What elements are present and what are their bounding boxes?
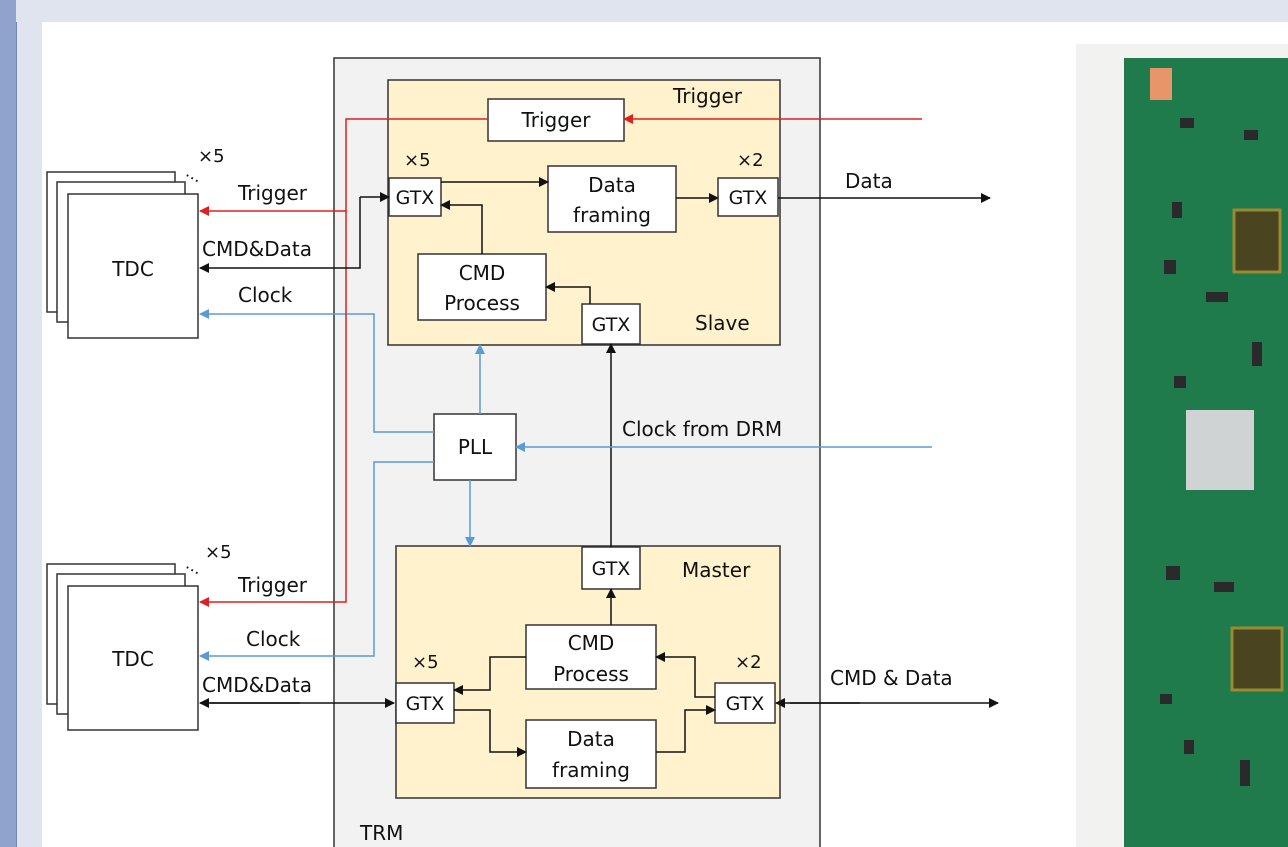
pll-block — [433, 413, 517, 481]
master-gtx-right — [714, 682, 776, 724]
upper-trigger-label: Trigger — [237, 181, 308, 205]
lower-clock-label: Clock — [246, 627, 301, 651]
lower-trigger-label: Trigger — [237, 573, 308, 597]
slave-cmd-process-line2: Process — [444, 291, 520, 315]
pll-label: PLL — [458, 435, 493, 459]
master-gtx-left-label: GTX — [406, 693, 445, 715]
master-label: Master — [682, 558, 751, 582]
slave-gtx-bottom-label: GTX — [592, 314, 631, 336]
master-data-framing-line2: framing — [552, 758, 630, 782]
board-components — [1160, 118, 1262, 786]
upper-tdc-mult: ×5 — [198, 146, 225, 167]
trigger-to-lower-tdc — [199, 211, 347, 607]
arrow-cmd-to-gtx — [440, 200, 483, 254]
master-data-framing-line1: Data — [567, 727, 615, 751]
slave-mult-right: ×2 — [737, 150, 764, 171]
upper-tdc — [67, 193, 199, 339]
slave-gtx-left — [388, 177, 442, 217]
arrow-gtx-left-to-framing — [454, 709, 527, 757]
slave-data-framing-line2: framing — [573, 203, 651, 227]
cmd-and-data-label: CMD & Data — [830, 666, 953, 690]
slave-cmd-process — [417, 253, 547, 321]
slave-label: Slave — [695, 311, 750, 335]
lower-tdc-label: TDC — [111, 647, 154, 671]
master-gtx-top-label: GTX — [592, 558, 631, 580]
lower-tdc — [67, 585, 199, 731]
board-chip-upper — [1232, 208, 1282, 274]
master-gtx-right-label: GTX — [726, 693, 765, 715]
master-cmd-process-line2: Process — [553, 662, 629, 686]
master-mult-right: ×2 — [735, 652, 762, 673]
slave-gtx-left-label: GTX — [396, 187, 435, 209]
board-connector — [1150, 68, 1172, 100]
master-cmd-process-line1: CMD — [568, 631, 615, 655]
clock-to-upper-tdc — [199, 309, 434, 433]
master-cmd-process — [525, 624, 657, 690]
cmd-data-upper-to-tdc — [199, 197, 361, 273]
lower-cmd-data-label: CMD&Data — [202, 673, 312, 697]
slave-gtx-right-label: GTX — [729, 187, 768, 209]
master-data-framing — [525, 719, 657, 789]
arrow-gtx-to-cmd — [545, 282, 591, 304]
slave-mult-left: ×5 — [404, 150, 431, 171]
slave-cmd-process-line1: CMD — [459, 261, 506, 285]
arrow-gtx-right-to-cmd — [655, 652, 715, 698]
board-heatsink — [1186, 410, 1254, 490]
trm-label: TRM — [359, 821, 403, 845]
upper-tdc-label: TDC — [111, 257, 154, 281]
slave-data-framing — [547, 165, 677, 233]
data-out-label: Data — [845, 169, 893, 193]
upper-cmd-data-label: CMD&Data — [202, 237, 312, 261]
window-left-border — [0, 0, 17, 847]
master-gtx-left — [395, 682, 455, 724]
arrow-cmd-to-master-gtx-left — [453, 656, 526, 695]
arrow-framing-to-gtx-right — [656, 705, 716, 753]
clock-to-lower-tdc — [199, 461, 434, 661]
master-mult-left: ×5 — [412, 652, 439, 673]
slave-trigger-title: Trigger — [672, 84, 743, 108]
trigger-to-upper-tdc — [199, 118, 488, 216]
upper-clock-label: Clock — [238, 283, 293, 307]
window-top-band — [16, 0, 1288, 22]
slave-gtx-right — [717, 177, 779, 217]
clock-from-drm-label: Clock from DRM — [622, 417, 782, 441]
trigger-block-label: Trigger — [521, 108, 592, 132]
slave-data-framing-line1: Data — [588, 173, 636, 197]
lower-tdc-mult: ×5 — [205, 542, 232, 563]
trigger-block — [487, 98, 625, 142]
board-chip-lower — [1230, 626, 1284, 692]
